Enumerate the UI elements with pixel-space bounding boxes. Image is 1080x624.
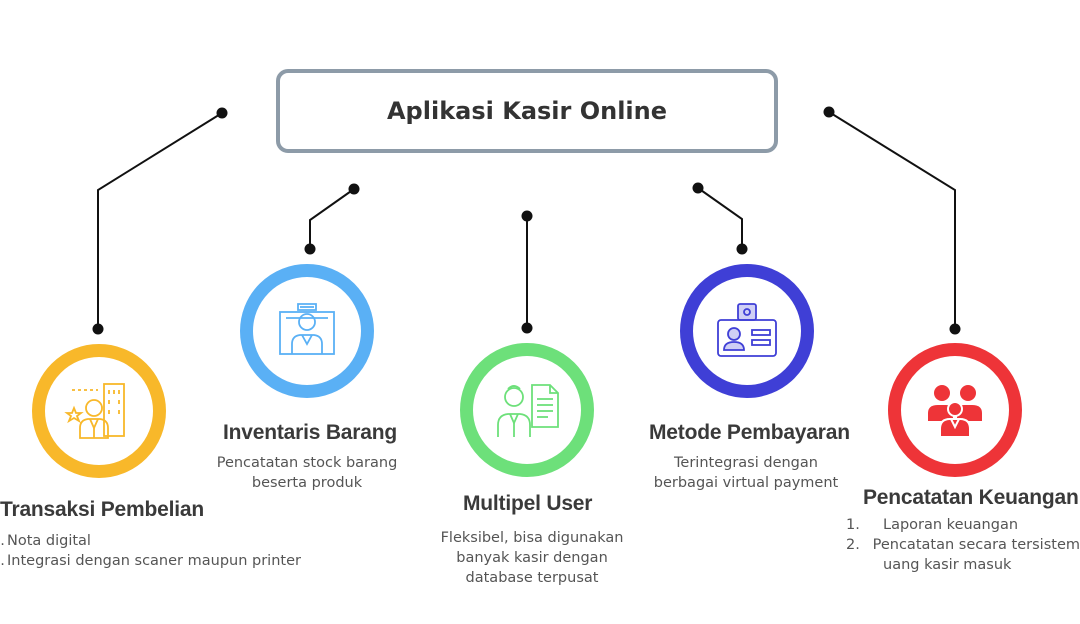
- connector-dot: [92, 323, 104, 335]
- monitor-person-icon: [279, 303, 335, 355]
- connector-metode: [697, 187, 743, 249]
- connector-dot: [949, 323, 961, 335]
- ring-keuangan: [888, 343, 1022, 477]
- connector-dot: [692, 182, 704, 194]
- user-document-icon: [497, 384, 559, 437]
- ring-multipel: [460, 343, 594, 477]
- connector-dot: [736, 243, 748, 255]
- connector-dot: [823, 106, 835, 118]
- connector-dot: [304, 243, 316, 255]
- team-icon: [928, 385, 982, 438]
- ring-metode: [680, 264, 814, 398]
- multipel-description: Fleksibel, bisa digunakan banyak kasir d…: [440, 530, 624, 586]
- connector-transaksi: [97, 112, 223, 329]
- heading-inventaris: Inventaris Barang: [223, 421, 397, 444]
- ring-inventaris: [240, 264, 374, 398]
- business-person-icon: [64, 383, 125, 439]
- diagram-title: Aplikasi Kasir Online: [386, 97, 668, 125]
- list-item: 2. Integrasi dengan scaner maupun printe…: [0, 553, 301, 569]
- list-item: 2. Pencatatan secara tersistem: [846, 537, 1080, 553]
- heading-metode: Metode Pembayaran: [649, 421, 850, 444]
- list-item: uang kasir masuk: [883, 557, 1012, 573]
- list-item: 1. Nota digital: [0, 533, 91, 549]
- connector-dot: [348, 183, 360, 195]
- transaksi-list: 1. Nota digital 2. Integrasi dengan scan…: [0, 531, 301, 571]
- connector-keuangan: [828, 111, 956, 329]
- list-item: 1. Laporan keuangan: [846, 517, 1019, 533]
- connector-dot: [521, 322, 533, 334]
- id-card-icon: [717, 303, 777, 357]
- connector-dot: [216, 107, 228, 119]
- heading-multipel: Multipel User: [463, 492, 593, 515]
- ring-transaksi: [32, 344, 166, 478]
- metode-description: Terintegrasi dengan berbagai virtual pay…: [653, 455, 839, 491]
- keuangan-list: 1. Laporan keuangan 2. Pencatatan secara…: [846, 515, 1080, 575]
- heading-transaksi: Transaksi Pembelian: [0, 498, 204, 521]
- connector-inventaris: [309, 188, 355, 249]
- connector-dot: [521, 210, 533, 222]
- inventaris-description: Pencatatan stock barang beserta produk: [216, 455, 398, 491]
- heading-keuangan: Pencatatan Keuangan: [863, 486, 1079, 509]
- title-box: Aplikasi Kasir Online: [276, 69, 778, 153]
